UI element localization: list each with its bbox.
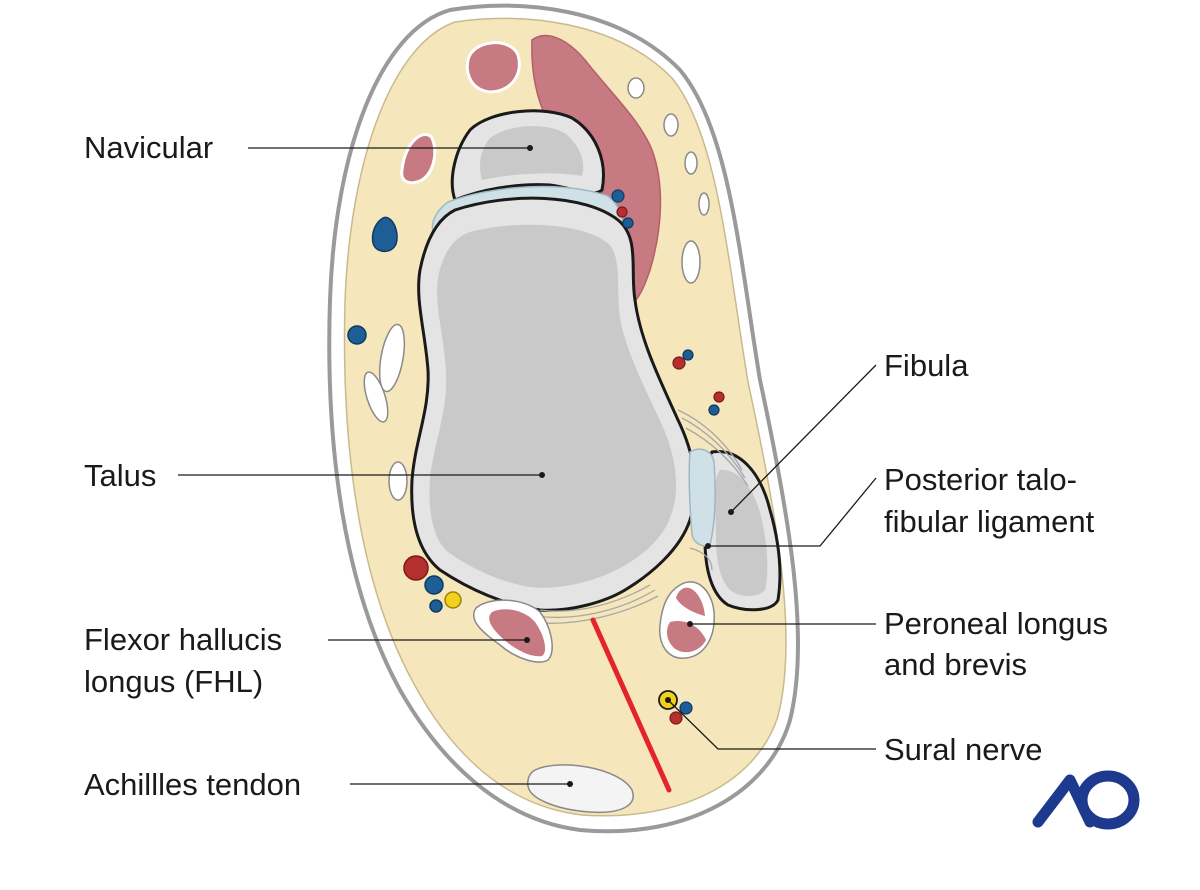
tendon-2 — [663, 113, 679, 137]
tendon-3 — [684, 151, 698, 175]
tendon-5 — [681, 240, 701, 284]
posterior-tibial-artery — [403, 555, 429, 581]
vein-medial-small — [347, 325, 367, 345]
achilles-tendon — [527, 764, 634, 814]
dorsalis-pedis-vein — [611, 189, 625, 203]
posterior-tibial-vein-1 — [424, 575, 444, 595]
vein-medial-large — [371, 216, 398, 253]
talofibular-joint-cartilage — [688, 448, 716, 547]
dorsalis-pedis-artery — [616, 206, 628, 218]
tibial-nerve — [444, 591, 462, 609]
tendon-4 — [698, 192, 710, 216]
label-fhl-line2: longus (FHL) — [84, 664, 263, 699]
incision-line — [590, 617, 672, 793]
tendon-1 — [627, 77, 645, 99]
tendon-medial-3 — [388, 461, 408, 501]
navicular-inner — [480, 126, 584, 180]
lateral-vessel-3 — [713, 391, 725, 403]
label-navicular: Navicular — [84, 130, 213, 165]
fhl-muscle — [489, 609, 546, 657]
leader-dots — [524, 145, 734, 787]
leader-ptfl — [708, 477, 877, 547]
leader-fibula — [730, 364, 877, 513]
talus-inner — [429, 224, 677, 588]
fibula-inner — [715, 469, 768, 596]
muscle-medial — [400, 133, 437, 185]
label-fibula: Fibula — [884, 348, 969, 383]
label-peroneal-line1: Peroneal longus — [884, 606, 1108, 641]
label-ptfl-line1: Posterior talo- — [884, 462, 1077, 497]
label-achilles: Achillles tendon — [84, 767, 301, 802]
small-saphenous-vein — [679, 701, 693, 715]
lateral-vessel-4 — [708, 404, 720, 416]
dorsalis-pedis-vein-2 — [622, 217, 634, 229]
sural-artery — [669, 711, 683, 725]
peroneal-muscle — [666, 587, 706, 653]
tendon-medial-1 — [378, 323, 406, 393]
label-talus: Talus — [84, 458, 156, 493]
muscle-small-top — [465, 41, 521, 94]
tendon-medial-2 — [363, 371, 389, 423]
posterior-tibial-vein-2 — [429, 599, 443, 613]
label-fhl-line1: Flexor hallucis — [84, 622, 282, 657]
label-sural: Sural nerve — [884, 732, 1043, 767]
leader-lines — [178, 147, 877, 785]
label-ptfl-line2: fibular ligament — [884, 504, 1095, 539]
leader-sural — [667, 699, 876, 750]
lateral-vessel-2 — [682, 349, 694, 361]
lateral-vessel-1 — [672, 356, 686, 370]
label-peroneal-line2: and brevis — [884, 647, 1027, 682]
ao-logo — [1032, 770, 1140, 830]
